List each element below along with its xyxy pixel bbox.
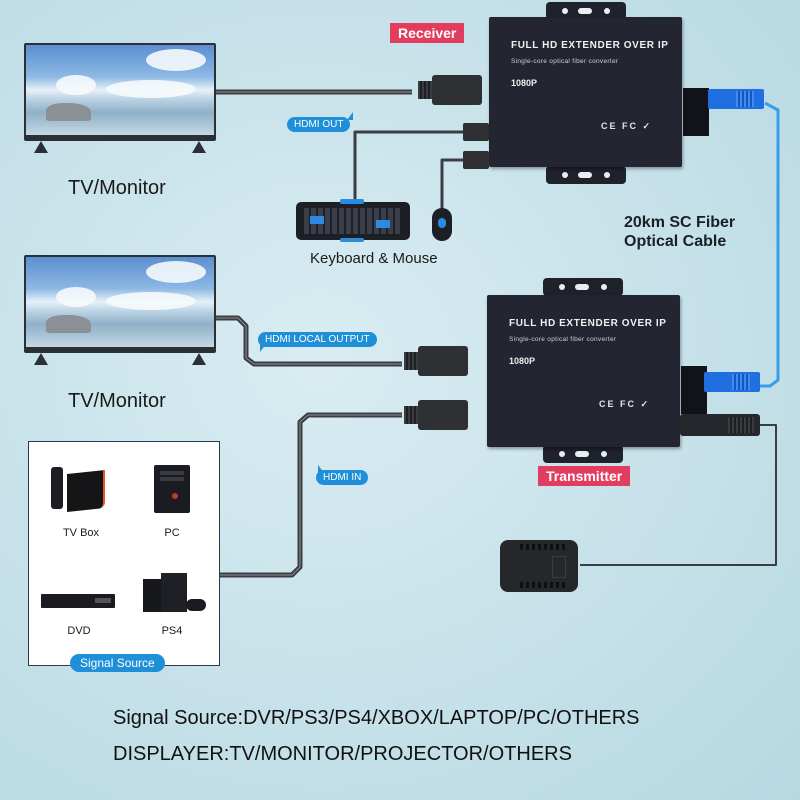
hdmi-in-label: HDMI IN <box>323 472 362 483</box>
controller-icon <box>186 599 206 611</box>
transmitter-hdmi-local-output-plug <box>404 346 468 376</box>
transmitter-tag: Transmitter <box>538 466 631 486</box>
hdmi-out-bubble: HDMI OUT <box>287 112 354 132</box>
transmitter-hdmi-in-plug <box>404 400 468 430</box>
power-cable <box>580 424 777 566</box>
source-label-tv-box: TV Box <box>62 527 100 539</box>
keyboard-mouse-label: Keyboard & Mouse <box>310 250 438 267</box>
transmitter-subtitle: Single-core optical fiber converter <box>509 336 617 343</box>
receiver-mount-ear-bottom <box>546 166 626 184</box>
tv-stand-right <box>192 353 206 365</box>
tv-label-bottom: TV/Monitor <box>68 390 166 412</box>
remote-control-icon <box>51 467 63 509</box>
receiver-sc-port <box>683 88 709 136</box>
receiver-resolution: 1080P <box>511 78 538 88</box>
tv-stand-right <box>192 141 206 153</box>
tv-stand-left <box>34 353 48 365</box>
receiver-title: FULL HD EXTENDER OVER IP <box>511 40 669 51</box>
tv-monitor-top <box>24 43 216 153</box>
receiver-subtitle: Single-core optical fiber converter <box>511 58 619 65</box>
footer-signal-source-line: Signal Source:DVR/PS3/PS4/XBOX/LAPTOP/PC… <box>113 707 640 729</box>
source-label-ps4: PS4 <box>161 625 183 637</box>
fiber-cable-label-line1: 20km SC Fiber <box>624 214 736 231</box>
hdmi-in-bubble: HDMI IN <box>316 465 369 485</box>
transmitter-sc-port <box>681 366 707 414</box>
dc-power-plug <box>680 414 760 436</box>
receiver-tag: Receiver <box>390 23 465 43</box>
hdmi-local-output-bubble: HDMI LOCAL OUTPUT <box>258 332 377 352</box>
source-label-pc: PC <box>164 527 180 539</box>
receiver-usb-plug-mouse <box>463 151 489 169</box>
receiver-device: FULL HD EXTENDER OVER IP Single-core opt… <box>489 17 682 167</box>
dvd-player-icon <box>41 594 115 608</box>
signal-source-panel: TV Box PC DVD PS4 <box>28 441 220 666</box>
tv-label-top: TV/Monitor <box>68 177 166 199</box>
power-adapter-icon <box>500 540 578 592</box>
source-label-dvd: DVD <box>67 625 91 637</box>
ps4-console-icon <box>143 579 161 612</box>
transmitter-mount-ear-top <box>543 278 623 296</box>
tv-box-icon <box>67 470 105 512</box>
footer-displayer-line: DISPLAYER:TV/MONITOR/PROJECTOR/OTHERS <box>113 743 572 765</box>
transmitter-sc-connector <box>704 372 760 392</box>
fiber-cable-label: 20km SC Fiber Optical Cable <box>624 213 735 251</box>
ps4-console-icon <box>161 573 187 612</box>
signal-source-bubble: Signal Source <box>70 654 165 672</box>
transmitter-device: FULL HD EXTENDER OVER IP Single-core opt… <box>487 295 680 447</box>
fiber-optic-cable <box>755 101 780 388</box>
receiver-certification-marks: CE FC ✓ <box>600 121 652 131</box>
tv-monitor-bottom <box>24 255 216 365</box>
hdmi-local-output-label: HDMI LOCAL OUTPUT <box>265 334 370 345</box>
fiber-cable-label-line2: Optical Cable <box>624 233 727 250</box>
receiver-mount-ear-top <box>546 2 626 20</box>
transmitter-certification-marks: CE FC ✓ <box>598 399 650 409</box>
receiver-usb-plug-keyboard <box>463 123 489 141</box>
keyboard-cable <box>353 130 470 202</box>
transmitter-title: FULL HD EXTENDER OVER IP <box>509 318 667 329</box>
hdmi-out-label: HDMI OUT <box>294 119 344 130</box>
pc-tower-icon <box>154 465 190 513</box>
tv-screen <box>26 45 214 135</box>
receiver-hdmi-plug <box>418 75 482 105</box>
mouse-icon <box>432 208 452 241</box>
transmitter-resolution: 1080P <box>509 356 536 366</box>
hdmi-in-cable <box>219 412 402 578</box>
tv-stand-left <box>34 141 48 153</box>
keyboard-icon <box>296 199 410 242</box>
receiver-sc-connector <box>708 89 764 109</box>
mouse-cable <box>440 158 470 210</box>
tv-screen <box>26 257 214 347</box>
transmitter-mount-ear-bottom <box>543 445 623 463</box>
